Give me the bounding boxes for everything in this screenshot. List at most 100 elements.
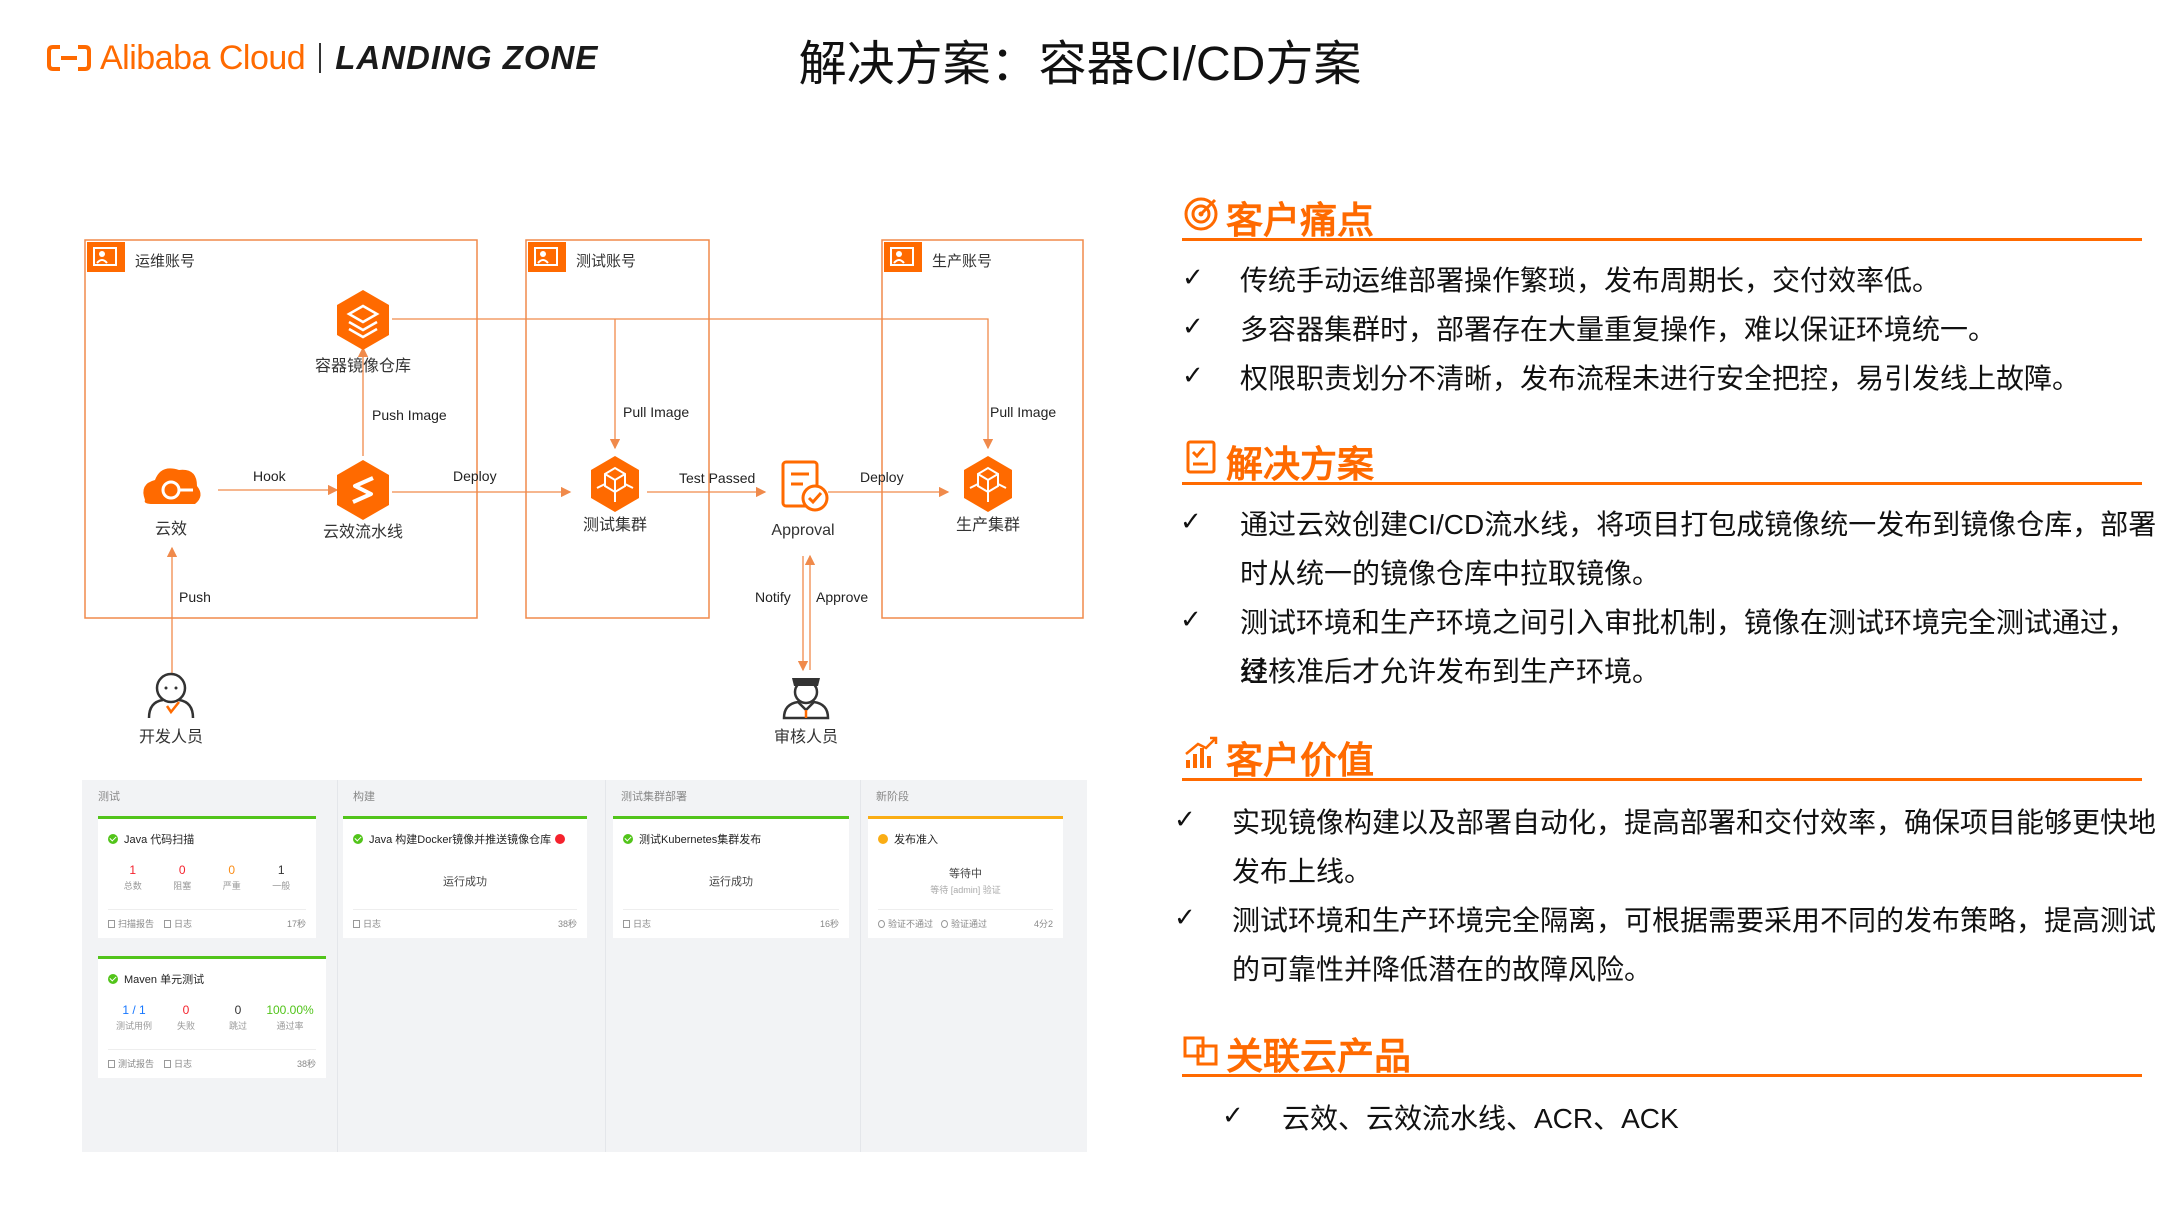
yunxiao-cloud-icon [143, 468, 201, 504]
architecture-diagram: 运维账号 测试账号 生产账号 Hook Push Image Deploy Pu… [84, 239, 1084, 746]
reject-button[interactable]: 验证不通过 [878, 917, 933, 930]
section-value-header: 客户价值 [1182, 728, 2142, 781]
check-icon: ✓ [1180, 604, 1202, 634]
ops-account-label: 运维账号 [135, 253, 195, 270]
job-status: 运行成功 [709, 876, 753, 888]
job-duration: 16秒 [819, 919, 839, 929]
job-card-docker-build[interactable]: Java 构建Docker镜像并推送镜像仓库 运行成功 日志 38秒 [343, 816, 587, 938]
metric-value: 0 [178, 863, 186, 877]
approve-label: Approve [816, 589, 868, 605]
account-icon [884, 242, 922, 272]
pull-image-test-label: Pull Image [623, 404, 689, 420]
job-duration: 38秒 [296, 1059, 316, 1069]
metric-value: 0 [228, 863, 236, 877]
page-title: 解决方案：容器CI/CD方案 [798, 38, 1362, 91]
stage-divider [337, 780, 338, 1152]
report-icon [108, 1060, 115, 1068]
alibaba-cloud-logo-icon [47, 45, 91, 71]
job-name: Java 代码扫描 [124, 834, 195, 846]
log-icon [164, 1060, 172, 1068]
brand-logo: Alibaba Cloud LANDING ZONE [46, 36, 598, 80]
success-icon [623, 834, 633, 844]
solution-item-line: 测试环境和生产环境之间引入审批机制，镜像在测试环境完全测试通过，经 [1240, 607, 2137, 687]
pain-point-item: 权限职责划分不清晰，发布流程未进行安全把控，易引发线上故障。 [1240, 363, 2081, 394]
stage-title: 测试集群部署 [621, 791, 687, 803]
metric-label: 通过率 [276, 1021, 304, 1031]
linked-squares-icon [1183, 1036, 1218, 1066]
stage-divider [605, 780, 606, 1152]
log-link[interactable]: 日志 [353, 917, 381, 930]
stage-title: 构建 [353, 791, 375, 803]
log-link[interactable]: 日志 [623, 917, 651, 930]
approve-button[interactable]: 验证通过 [941, 917, 987, 930]
error-icon [555, 834, 566, 844]
approve-icon [941, 920, 949, 928]
test-cluster-label: 测试集群 [583, 516, 647, 534]
log-link[interactable]: 日志 [164, 1057, 192, 1070]
metric-label: 跳过 [228, 1021, 247, 1031]
check-icon: ✓ [1222, 1100, 1244, 1130]
deploy-prod-label: Deploy [860, 469, 904, 485]
metric-value: 1 [129, 863, 137, 877]
stage-title: 新阶段 [876, 791, 909, 803]
job-duration: 4分2 [1033, 919, 1053, 929]
test-account-box [525, 239, 710, 619]
success-icon [353, 834, 363, 844]
test-cluster-icon [591, 456, 639, 512]
checklist-icon [1186, 440, 1216, 474]
log-icon [623, 920, 630, 928]
registry-to-prod-line [392, 318, 994, 450]
section-solution-header: 解决方案 [1182, 432, 2142, 485]
metric-label: 测试用例 [115, 1021, 152, 1031]
check-icon: ✓ [1174, 902, 1196, 932]
test-report-link[interactable]: 测试报告 [108, 1057, 154, 1070]
stage-build: 构建 Java 构建Docker镜像并推送镜像仓库 运行成功 日志 38秒 [337, 780, 605, 1152]
value-item-line: 的可靠性并降低潜在的故障风险。 [1232, 954, 1653, 985]
metric-label: 阻塞 [173, 881, 192, 891]
registry-label: 容器镜像仓库 [315, 356, 411, 375]
approval-icon [781, 460, 829, 512]
job-name: 测试Kubernetes集群发布 [639, 834, 762, 846]
ops-account-box [84, 239, 478, 619]
growth-chart-icon [1185, 736, 1218, 768]
solution-item-line: 时从统一的镜像仓库中拉取镜像。 [1240, 558, 1661, 589]
metric-value: 1 [277, 863, 285, 877]
reject-icon [878, 920, 885, 928]
metric-label: 失败 [176, 1021, 195, 1031]
section-title: 解决方案 [1226, 444, 1374, 485]
product-item: 云效、云效流水线、ACR、ACK [1282, 1103, 1679, 1134]
metric-label: 总数 [123, 881, 142, 891]
test-account-label: 测试账号 [576, 253, 636, 270]
job-status: 运行成功 [443, 876, 487, 888]
check-icon: ✓ [1182, 311, 1204, 341]
section-products-header: 关联云产品 [1182, 1024, 2142, 1077]
push-label: Push [179, 589, 211, 605]
pipeline-label: 云效流水线 [323, 523, 403, 541]
section-title: 关联云产品 [1226, 1036, 1411, 1077]
check-icon: ✓ [1182, 262, 1204, 292]
stage-title: 测试 [98, 791, 120, 803]
scan-report-link[interactable]: 扫描报告 [108, 917, 154, 930]
solution-item-line: 通过云效创建CI/CD流水线，将项目打包成镜像统一发布到镜像仓库，部署 [1240, 509, 2157, 540]
job-name: Maven 单元测试 [124, 974, 205, 986]
job-card-k8s-deploy[interactable]: 测试Kubernetes集群发布 运行成功 日志 16秒 [613, 816, 849, 938]
log-link[interactable]: 日志 [164, 917, 192, 930]
metric-value: 100.00% [266, 1003, 314, 1017]
pending-icon [878, 834, 888, 844]
stage-new: 新阶段 发布准入 等待中 等待 [admin] 验证 验证不通过 验证通过 4分… [860, 780, 1087, 1152]
container-registry-icon [337, 290, 389, 350]
pipeline-icon [337, 460, 389, 520]
success-icon [108, 834, 118, 844]
pain-point-item: 多容器集群时，部署存在大量重复操作，难以保证环境统一。 [1240, 314, 1997, 345]
stage-divider [860, 780, 861, 1152]
prod-cluster-icon [964, 456, 1012, 512]
reviewer-label: 审核人员 [774, 728, 838, 746]
target-icon [1184, 197, 1218, 231]
account-icon [87, 242, 125, 272]
solution-item-line: 过核准后才允许发布到生产环境。 [1240, 656, 1661, 687]
job-card-release-gate[interactable]: 发布准入 等待中 等待 [admin] 验证 验证不通过 验证通过 4分2 [868, 816, 1063, 938]
check-icon: ✓ [1180, 506, 1202, 536]
